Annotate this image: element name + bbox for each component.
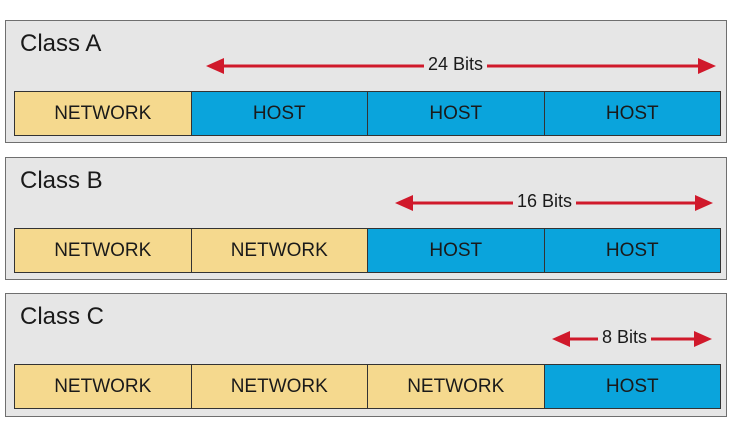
class-b-octet-4: HOST (544, 229, 720, 272)
class-a-host-bits-arrow: 24 Bits (206, 51, 716, 81)
class-c-host-bits-arrow: 8 Bits (552, 324, 712, 354)
class-a-octet-4: HOST (544, 92, 720, 135)
class-a-panel: Class A 24 Bits NETWORK HOST HOST HOST (5, 20, 727, 143)
class-a-bits-label: 24 Bits (424, 54, 488, 75)
class-b-address-row: NETWORK NETWORK HOST HOST (14, 228, 721, 273)
class-b-bits-label: 16 Bits (513, 191, 577, 212)
class-a-octet-2: HOST (191, 92, 368, 135)
class-b-octet-2: NETWORK (191, 229, 368, 272)
class-b-panel: Class B 16 Bits NETWORK NETWORK HOST HOS… (5, 157, 727, 280)
class-a-octet-1: NETWORK (15, 92, 192, 135)
class-c-octet-1: NETWORK (15, 365, 192, 408)
class-a-octet-3: HOST (368, 92, 545, 135)
class-b-title: Class B (20, 167, 103, 194)
class-b-octet-1: NETWORK (15, 229, 192, 272)
class-c-octet-2: NETWORK (191, 365, 368, 408)
class-c-address-row: NETWORK NETWORK NETWORK HOST (14, 364, 721, 409)
class-c-panel: Class C 8 Bits NETWORK NETWORK NETWORK H… (5, 293, 727, 417)
class-b-host-bits-arrow: 16 Bits (395, 188, 713, 218)
class-b-octet-3: HOST (368, 229, 545, 272)
class-a-address-row: NETWORK HOST HOST HOST (14, 91, 721, 136)
class-c-bits-label: 8 Bits (598, 327, 652, 348)
class-c-title: Class C (20, 303, 105, 330)
class-c-octet-3: NETWORK (368, 365, 545, 408)
class-c-octet-4: HOST (544, 365, 720, 408)
class-a-title: Class A (20, 30, 102, 57)
